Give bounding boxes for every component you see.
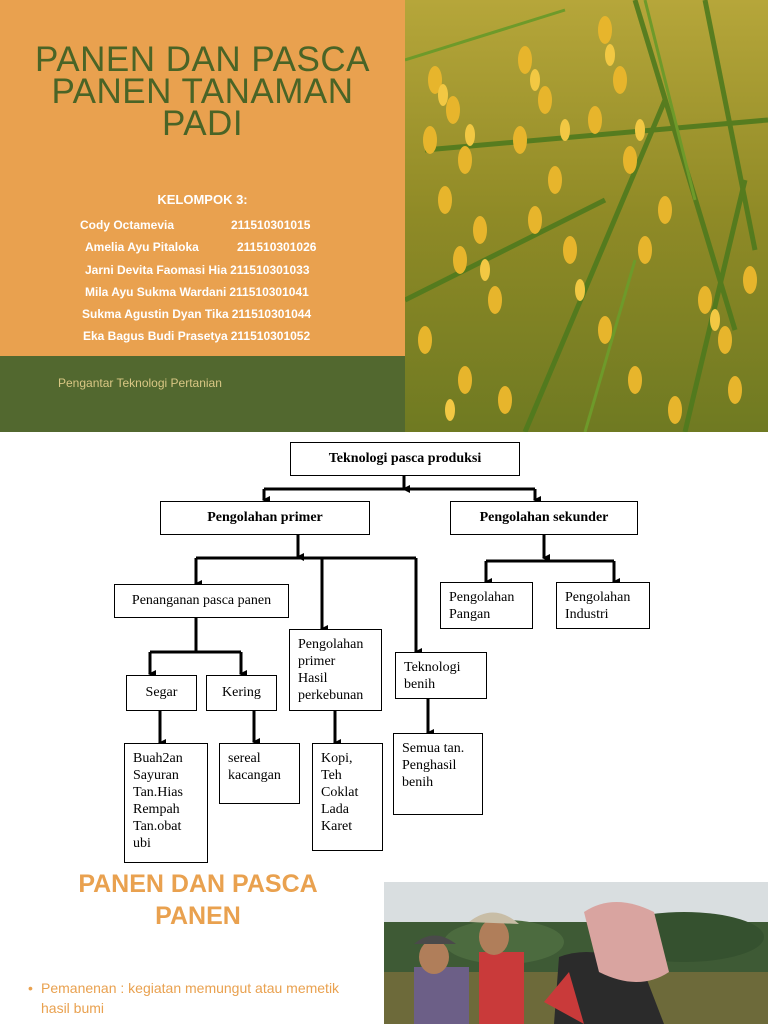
member-name: Eka Bagus Budi Prasetya	[83, 329, 228, 344]
node-seed-technology: Teknologi benih	[395, 652, 487, 699]
member-nim: 211510301052	[230, 329, 311, 344]
member-name: Cody Octamevia	[80, 218, 175, 232]
member-nim: 211510301026	[237, 240, 317, 255]
title-slide: PANEN DAN PASCA PANEN TANAMAN PADI KELOM…	[0, 0, 768, 432]
node-secondary-processing: Pengolahan sekunder	[450, 501, 638, 535]
node-dry: Kering	[206, 675, 277, 711]
member-name: Mila Ayu Sukma Wardani	[85, 284, 227, 299]
node-plantation-processing: Pengolahan primer Hasil perkebunan	[289, 629, 382, 711]
member-nim: 211510301041	[229, 284, 309, 299]
title-panel	[0, 0, 405, 356]
slide-title: PANEN DAN PASCA PANEN TANAMAN PADI	[35, 40, 370, 143]
member-nim: 211510301015	[231, 218, 311, 232]
rice-photo	[405, 0, 768, 432]
harvest-title: PANEN DAN PASCA PANEN	[78, 870, 318, 930]
node-seed-items: Semua tan. Penghasil benih	[393, 733, 483, 815]
harvest-slide: PANEN DAN PASCA PANEN • Pemanenan : kegi…	[0, 864, 768, 1024]
bullet-list: • Pemanenan : kegiatan memungut atau mem…	[28, 978, 368, 1018]
farmers-harvesting-image	[384, 882, 768, 1024]
node-fresh-items: Buah2an Sayuran Tan.Hias Rempah Tan.obat…	[124, 743, 208, 863]
member-row: Eka Bagus Budi Prasetya 211510301052	[80, 329, 400, 351]
member-name: Amelia Ayu Pitaloka	[85, 240, 199, 255]
node-post-harvest-handling: Penanganan pasca panen	[114, 584, 289, 618]
bullet-text: Pemanenan : kegiatan memungut atau memet…	[41, 980, 340, 1016]
member-nim: 211510301033	[230, 262, 310, 277]
course-band	[0, 356, 405, 432]
course-name: Pengantar Teknologi Pertanian	[58, 376, 222, 390]
bullet-item: • Pemanenan : kegiatan memungut atau mem…	[28, 978, 368, 1018]
member-row: Cody Octamevia 211510301015	[80, 218, 400, 240]
node-root: Teknologi pasca produksi	[290, 442, 520, 476]
post-production-diagram: Teknologi pasca produksi Pengolahan prim…	[0, 432, 768, 864]
node-industrial-processing: Pengolahan Industri	[556, 582, 650, 629]
member-nim: 211510301044	[231, 307, 312, 322]
diagram-connectors	[148, 475, 620, 747]
farmers-photo	[384, 882, 768, 1024]
member-name: Jarni Devita Faomasi Hia	[85, 262, 228, 277]
node-plantation-items: Kopi, Teh Coklat Lada Karet	[312, 743, 383, 851]
node-dry-items: sereal kacangan	[219, 743, 300, 804]
member-row: Sukma Agustin Dyan Tika 211510301044	[80, 307, 400, 329]
member-row: Amelia Ayu Pitaloka 211510301026	[80, 240, 400, 262]
bullet-dot-icon: •	[28, 980, 33, 996]
node-food-processing: Pengolahan Pangan	[440, 582, 533, 629]
member-list: Cody Octamevia 211510301015 Amelia Ayu P…	[80, 218, 400, 352]
node-fresh: Segar	[126, 675, 197, 711]
member-name: Sukma Agustin Dyan Tika	[82, 307, 229, 322]
node-primary-processing: Pengolahan primer	[160, 501, 370, 535]
group-label: KELOMPOK 3:	[157, 192, 248, 207]
rice-panicles-image	[405, 0, 768, 432]
member-row: Jarni Devita Faomasi Hia 211510301033	[80, 263, 400, 285]
member-row: Mila Ayu Sukma Wardani 211510301041	[80, 285, 400, 307]
